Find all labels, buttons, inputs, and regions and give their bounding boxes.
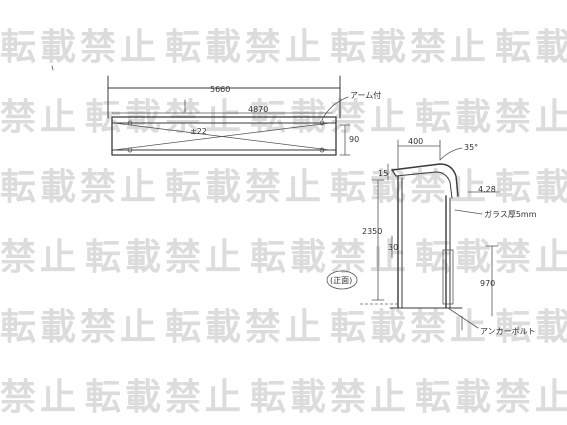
base-dim-label: 970 — [480, 279, 495, 288]
roof-left-cap — [391, 169, 397, 177]
brace-diagonal-2 — [113, 122, 331, 151]
span-label: 4870 — [248, 105, 268, 114]
angle-label: 35° — [464, 143, 478, 152]
right-small-dim-label: 4.28 — [478, 185, 496, 194]
anchor-mark — [319, 120, 325, 126]
angle-leader — [439, 147, 463, 161]
anchor-mark — [127, 147, 133, 153]
right-note-label: アーム付 — [350, 90, 381, 100]
overall-width-label: 5660 — [210, 85, 230, 94]
height-dim-label: 90 — [349, 135, 359, 144]
base-note-label: アンカーボルト — [480, 327, 536, 336]
glass-note-leader — [454, 209, 483, 215]
canopy-roof-profile — [391, 163, 459, 197]
lower-panel — [442, 249, 454, 305]
anchor-mark — [127, 120, 133, 126]
stray-mark — [51, 65, 54, 71]
center-mark-label: ±22 — [190, 127, 207, 136]
section-label: (正面) — [330, 276, 352, 285]
height-dim-label: 2350 — [362, 227, 382, 236]
canopy-outline — [111, 116, 337, 156]
inner-dim-label: 30 — [388, 243, 398, 252]
left-small-dim-label: 15 — [378, 169, 388, 178]
section-label-circle — [326, 270, 358, 290]
anchor-mark — [319, 147, 325, 153]
side-view: 400 35° 15 4.28 ガラス厚5mm 2350 — [326, 137, 537, 336]
top-dim-label: 400 — [408, 137, 423, 146]
right-note-leader — [321, 96, 349, 121]
top-view: 5660 4870 ±22 アーム付 90 — [51, 65, 381, 156]
base-note-leader — [447, 307, 479, 329]
canopy-roof-inner — [395, 171, 453, 199]
glass-note-label: ガラス厚5mm — [484, 209, 537, 219]
